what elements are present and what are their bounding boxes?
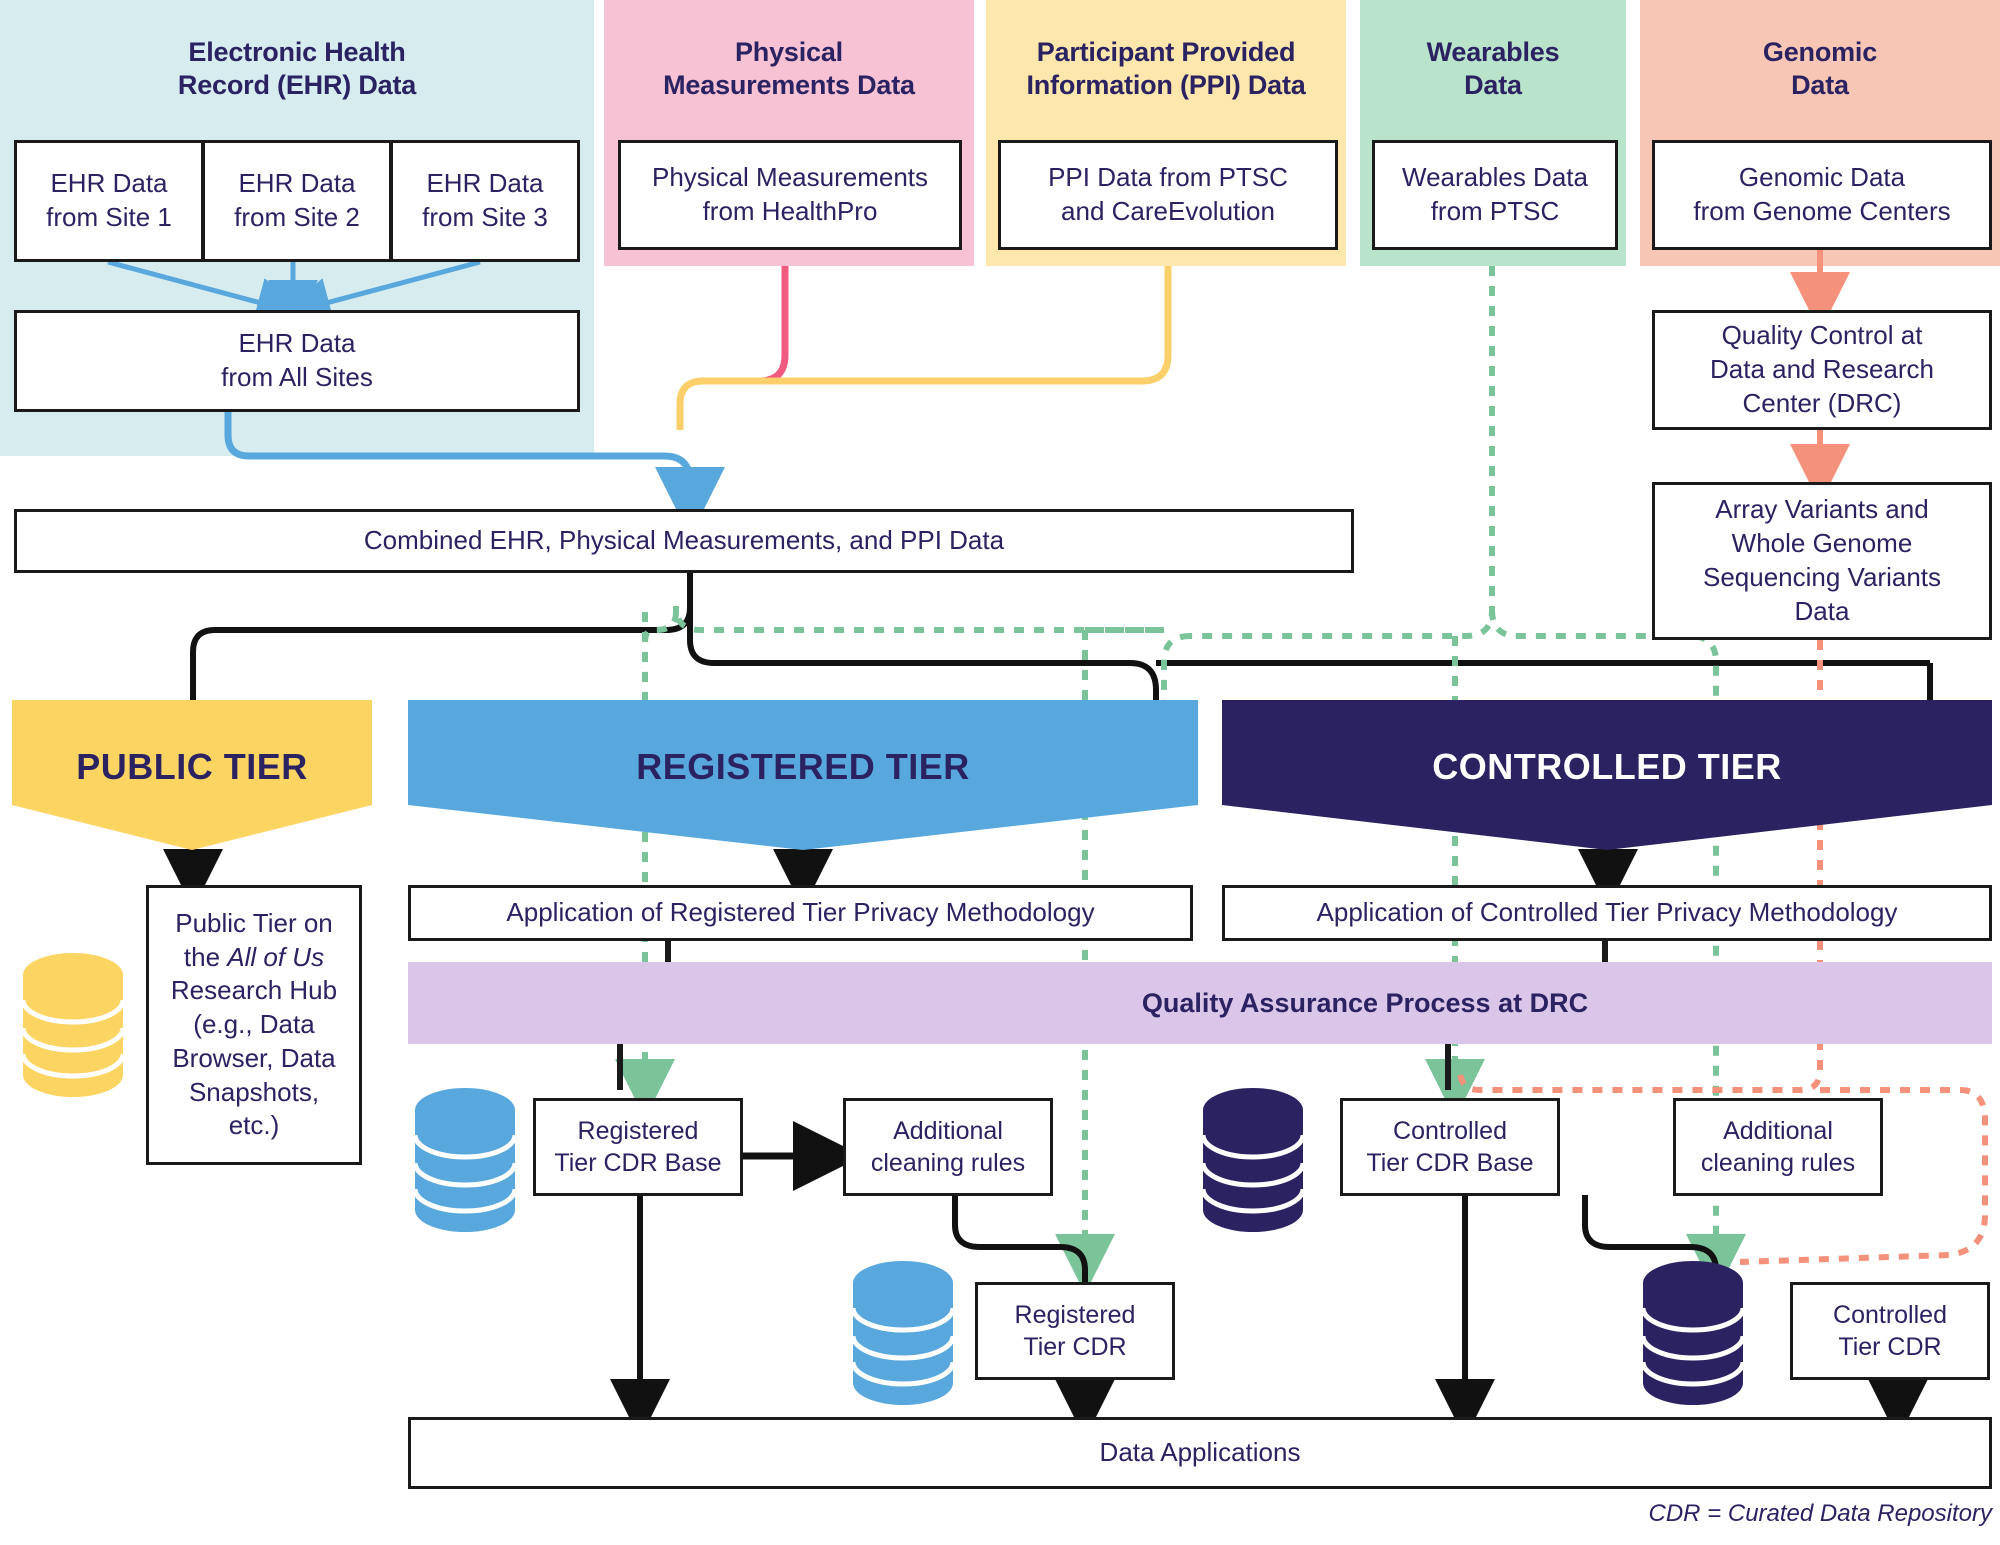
public-tier-line-7: etc.) [228,1110,280,1141]
dotted-wearables-trunk [1190,266,1495,639]
tier-shape-controlled [1222,700,1992,850]
panel-title-ppi: Participant Provided Information (PPI) D… [1026,37,1306,100]
public-tier-line-3: Research Hub [170,975,338,1006]
dotted-green-branch-a [642,611,679,700]
dotted-green-upper-right [1489,609,1746,1294]
arrow-reg-clean-to-cdr [952,1195,1088,1282]
tier-banner-controlled[interactable]: CONTROLLED TIER [1222,700,1992,850]
tier-shape-public [12,700,372,850]
database-cylinder-public [20,953,126,1097]
tier-banner-registered[interactable]: REGISTERED TIER [408,700,1198,850]
arrow-ppi-to-combined [676,266,1172,430]
tier-banner-public[interactable]: PUBLIC TIER [12,700,372,850]
panel-title-wearables: Wearables Data [1426,37,1560,100]
arrow-ctrl-clean-to-cdr [1582,1195,1719,1282]
qa-process-label: Quality Assurance Process at DRC [1141,987,1589,1018]
tier-shape-registered [408,700,1198,850]
dotted-genomic-trunk [1457,640,1823,1093]
footnote-cdr-definition: CDR = Curated Data Repository [1648,1500,1992,1527]
tier-label-registered: REGISTERED TIER [636,746,970,787]
arrow-site1 [107,259,307,327]
database-cylinder-registered-cdr [850,1261,956,1405]
dotted-green-long-left [673,605,1164,633]
node-array-variants: Array Variants and Whole Genome Sequenci… [1652,482,1992,640]
node-combined-data: Combined EHR, Physical Measurements, and… [14,509,1354,573]
dotted-wearables-to-registered-left [1161,633,1191,700]
dotted-genomic-to-ctrl-cdr [1739,1087,1988,1265]
arrow-ehr-to-combined [224,412,725,537]
public-tier-line-2: the All of Us [183,941,325,972]
database-cylinder-controlled-base [1200,1088,1306,1232]
node-public-tier-research-hub: Public Tier on the All of Us Research Hu… [146,885,362,1165]
panel-title-ehr: Electronic Health Record (EHR) Data [177,37,417,100]
node-data-applications: Data Applications [408,1417,1992,1489]
database-cylinder-controlled-cdr [1640,1261,1746,1405]
arrow-site3 [280,259,481,327]
public-tier-line-1: Public Tier on [175,907,333,938]
public-tier-line-4: (e.g., Data [193,1009,315,1040]
panel-title-physical: Physical Measurements Data [663,37,915,100]
node-quality-control-drc: Quality Control at Data and Research Cen… [1652,310,1992,430]
tier-label-controlled: CONTROLLED TIER [1432,746,1782,787]
node-controlled-privacy-methodology: Application of Controlled Tier Privacy M… [1222,885,1992,941]
qa-process-band: Quality Assurance Process at DRC [408,962,1992,1044]
arrow-combined-to-public [190,573,693,700]
public-tier-line-6: Snapshots, [188,1076,320,1107]
panel-title-genomic: Genomic Data [1762,37,1878,100]
public-tier-line-5: Browser, Data [172,1042,336,1073]
node-registered-privacy-methodology: Application of Registered Tier Privacy M… [408,885,1193,941]
database-cylinder-registered-base [412,1088,518,1232]
tier-label-public: PUBLIC TIER [76,746,308,787]
arrow-combined-to-registered [687,573,1159,700]
arrow-physical-to-combined [700,266,789,385]
